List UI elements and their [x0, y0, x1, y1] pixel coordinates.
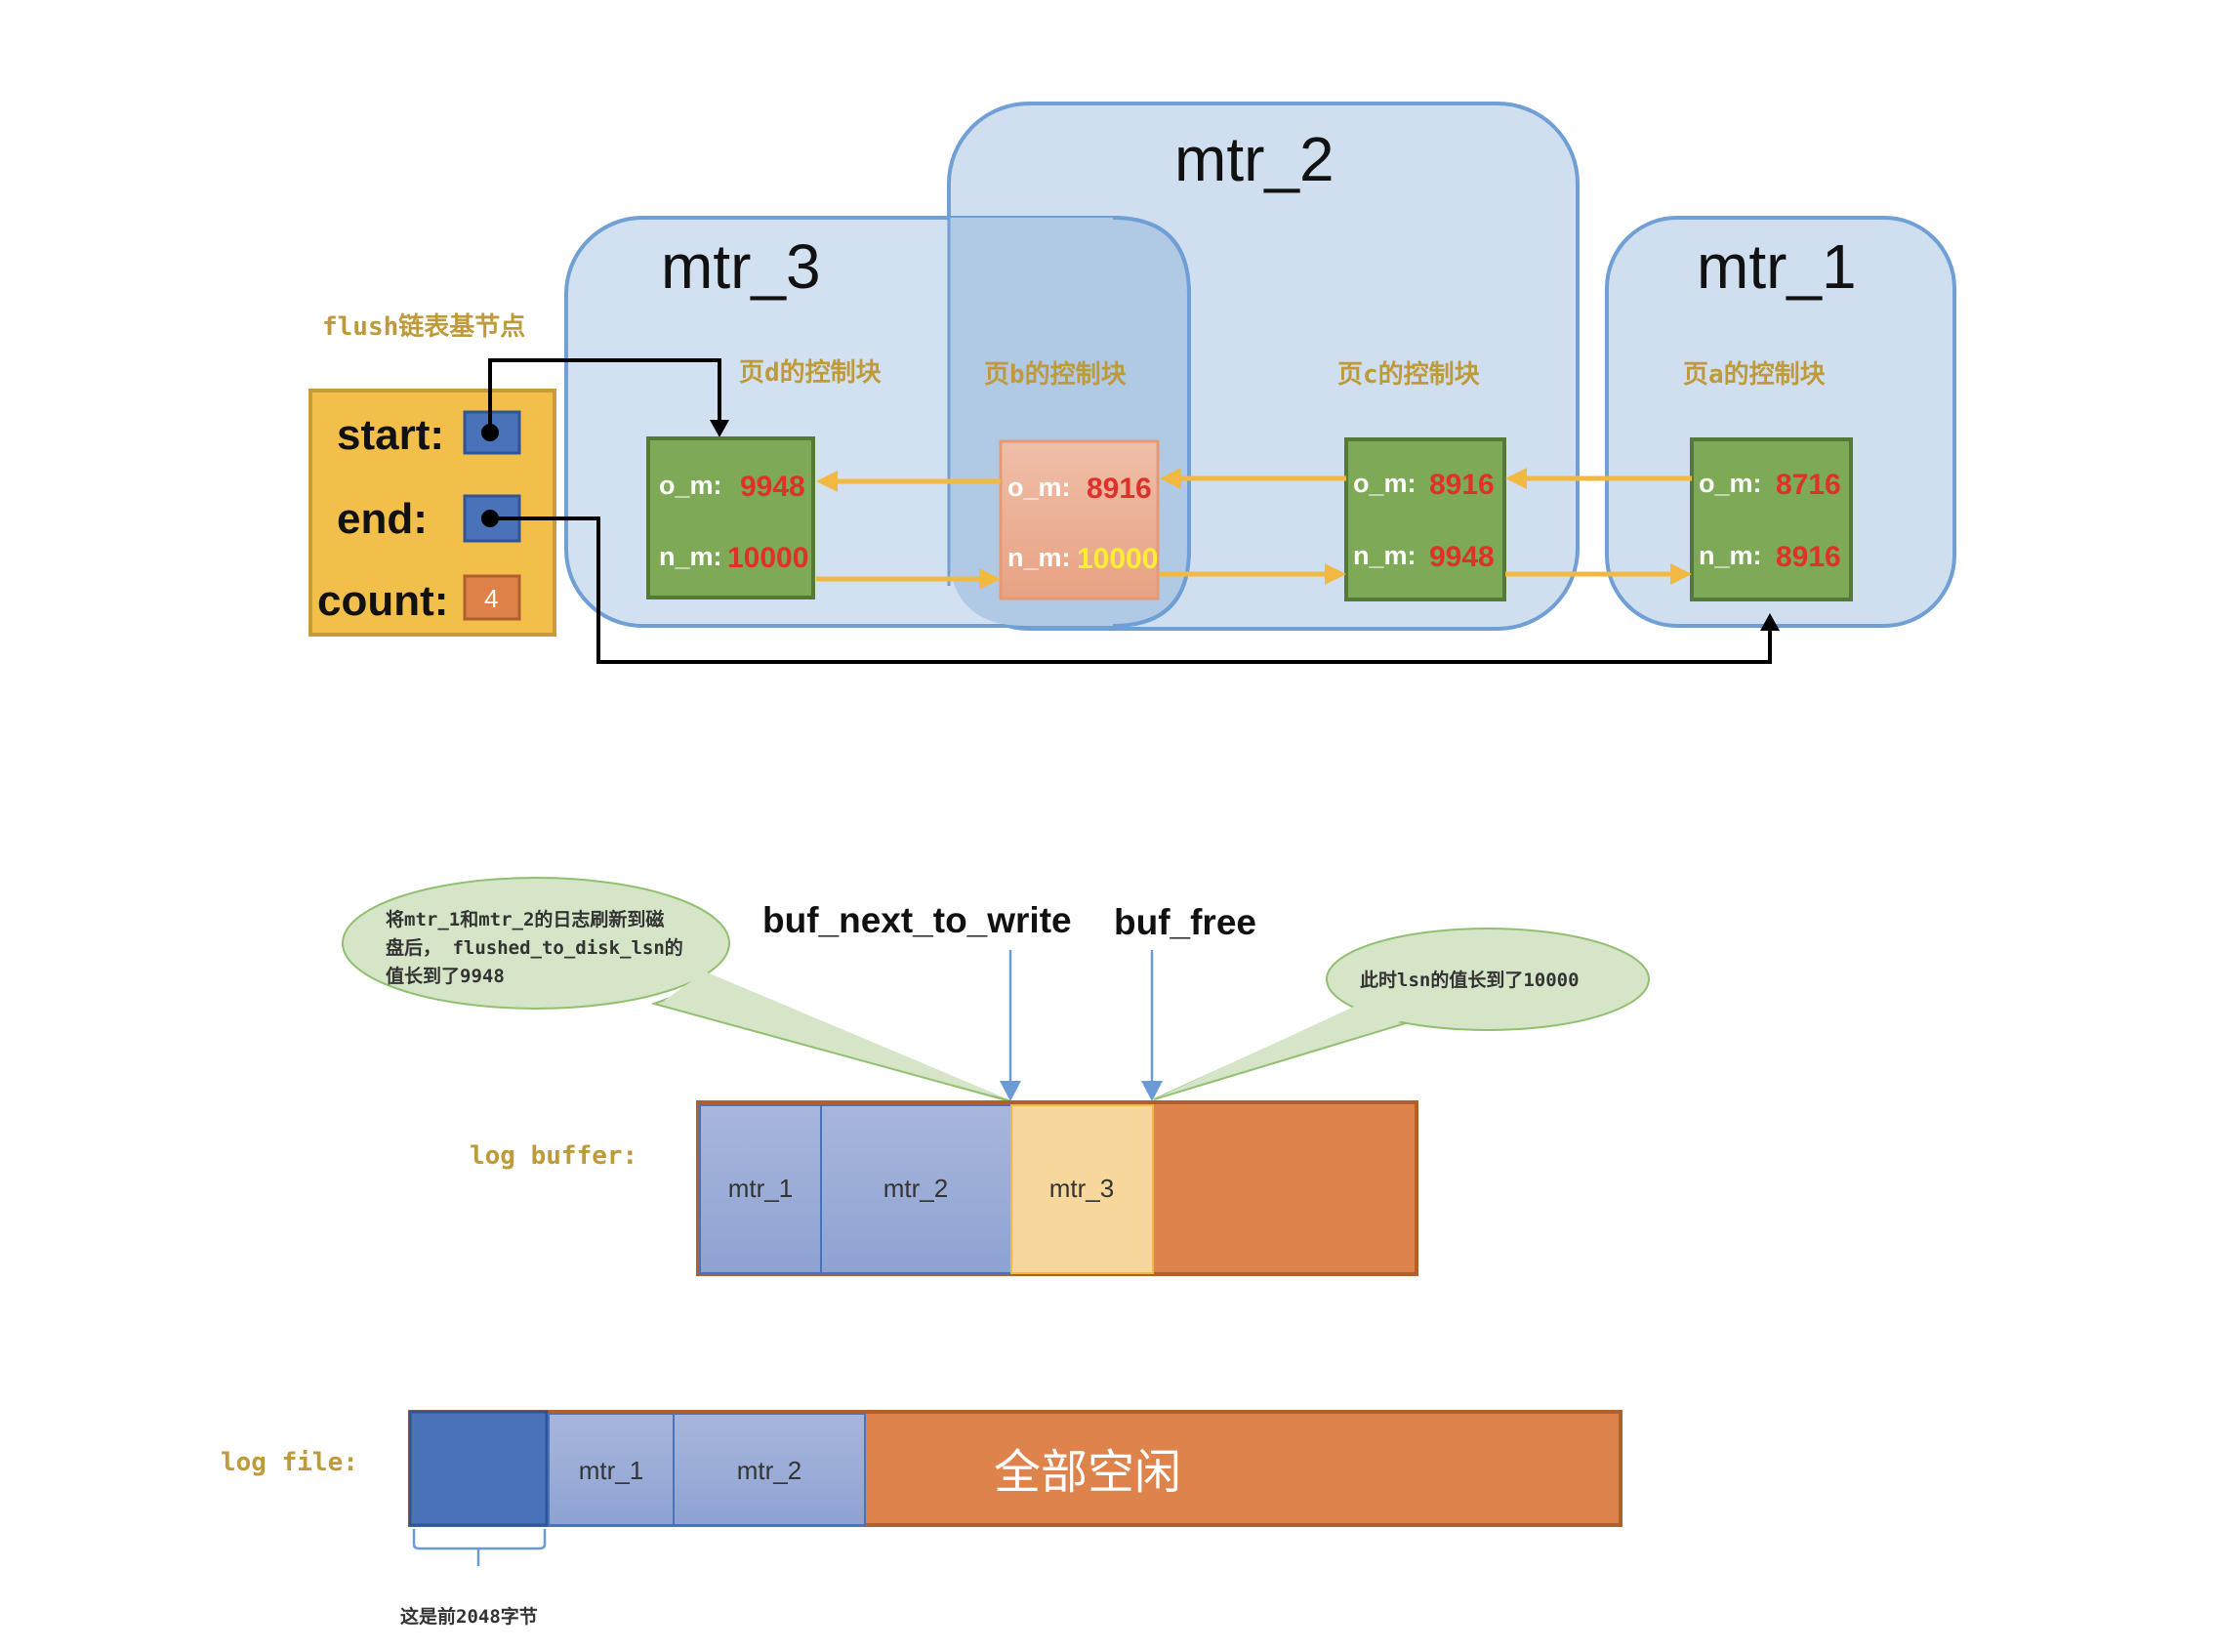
end-label: end:	[337, 495, 428, 543]
start-pointer-line	[488, 358, 721, 433]
buf-next-to-write-arrowhead	[1000, 1081, 1021, 1101]
page-a-nm-value: 8916	[1776, 541, 1841, 573]
page-d-nm-value: 10000	[727, 542, 808, 574]
link-b-to-d-arrowhead	[816, 471, 838, 492]
log-buffer-seg-mtr-1	[699, 1104, 822, 1274]
page-b-om-value: 8916	[1087, 473, 1152, 505]
page-b-om-key: o_m:	[1007, 473, 1071, 502]
log-buffer: mtr_1 mtr_2 mtr_3	[696, 1100, 1418, 1276]
page-b-control-block: o_m: 8916 n_m: 10000	[999, 439, 1160, 600]
log-file-free-label: 全部空闲	[994, 1447, 1181, 1499]
link-c-to-b-arrowhead	[1160, 468, 1181, 489]
callout-right: 此时lsn的值长到了10000	[1153, 928, 1650, 1100]
log-buffer-seg-mtr-2-label: mtr_2	[883, 1174, 948, 1203]
prev-links	[816, 468, 1692, 492]
buf-free-arrowhead	[1141, 1081, 1163, 1101]
log-file-seg-mtr-2-label: mtr_2	[737, 1456, 801, 1485]
page-c-nm-value: 9948	[1429, 541, 1495, 573]
buf-free-label: buf_free	[1114, 902, 1256, 942]
log-buffer-seg-mtr-3-label: mtr_3	[1049, 1174, 1114, 1203]
page-a-om-key: o_m:	[1699, 469, 1762, 498]
link-d-to-b-arrowhead	[979, 568, 1001, 590]
page-b-nm-value: 10000	[1077, 543, 1158, 575]
log-file-header-brace	[412, 1529, 547, 1566]
page-a-om-value: 8716	[1776, 469, 1841, 501]
page-d-nm-key: n_m:	[659, 542, 722, 571]
page-d-label: 页d的控制块	[739, 357, 882, 388]
start-label: start:	[337, 411, 444, 459]
link-a-to-c-arrowhead	[1505, 468, 1527, 489]
count-label: count:	[317, 577, 448, 625]
page-d-control-block: o_m: 9948 n_m: 10000	[646, 436, 815, 599]
log-file-seg-mtr-2	[673, 1413, 866, 1526]
count-box	[463, 574, 521, 621]
page-c-control-block: o_m: 8916 n_m: 9948	[1344, 437, 1506, 601]
page-c-om-value: 8916	[1429, 469, 1495, 501]
mtr-1-title: mtr_1	[1697, 231, 1857, 302]
mtr-3-right-edge	[1112, 216, 1191, 628]
mtr-3-title: mtr_3	[661, 231, 821, 302]
callout-left-line-2: 盘后， flushed_to_disk_lsn的	[386, 936, 683, 959]
page-d-om-value: 9948	[740, 471, 805, 503]
buf-next-to-write-label: buf_next_to_write	[762, 900, 1072, 940]
log-file-header-block	[408, 1410, 549, 1527]
log-buffer-seg-mtr-2	[820, 1104, 1012, 1274]
log-file-label: log file:	[221, 1448, 358, 1477]
log-file-seg-mtr-1	[548, 1413, 675, 1526]
callout-right-text: 此时lsn的值长到了10000	[1360, 969, 1580, 991]
log-file: mtr_1 mtr_2 全部空闲	[408, 1410, 1622, 1527]
page-c-om-key: o_m:	[1353, 469, 1417, 498]
start-pointer-arrowhead	[710, 420, 729, 437]
page-a-label: 页a的控制块	[1683, 359, 1826, 390]
log-buffer-seg-mtr-1-label: mtr_1	[728, 1174, 793, 1203]
link-c-to-a-arrowhead	[1670, 563, 1692, 585]
count-value: 4	[484, 584, 498, 613]
flush-list-base-title: flush链表基节点	[322, 311, 525, 342]
end-pointer-line	[490, 516, 1772, 664]
mtr-2-title: mtr_2	[1174, 124, 1335, 194]
page-b-nm-key: n_m:	[1007, 543, 1071, 572]
log-file-seg-mtr-1-label: mtr_1	[579, 1456, 643, 1485]
page-c-label: 页c的控制块	[1337, 359, 1480, 390]
page-a-nm-key: n_m:	[1699, 541, 1762, 570]
log-buffer-label: log buffer:	[470, 1141, 637, 1171]
page-b-label: 页b的控制块	[984, 359, 1127, 390]
callout-left-line-3: 值长到了9948	[386, 965, 505, 987]
next-links	[816, 563, 1692, 590]
link-b-to-c-arrowhead	[1325, 563, 1346, 585]
log-buffer-seg-mtr-3	[1010, 1104, 1154, 1274]
log-file-header-note: 这是前2048字节	[400, 1605, 538, 1628]
page-d-om-key: o_m:	[659, 471, 722, 500]
end-pointer-arrowhead	[1760, 613, 1780, 631]
page-c-nm-key: n_m:	[1353, 541, 1417, 570]
callout-left-line-1: 将mtr_1和mtr_2的日志刷新到磁	[386, 908, 664, 930]
callout-left: 将mtr_1和mtr_2的日志刷新到磁 盘后， flushed_to_disk_…	[342, 877, 1011, 1102]
page-a-control-block: o_m: 8716 n_m: 8916	[1690, 437, 1853, 601]
